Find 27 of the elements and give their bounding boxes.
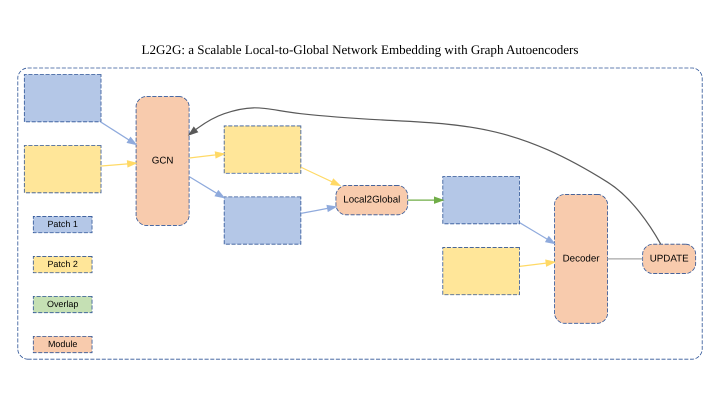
arrow (300, 166, 342, 186)
arrow (300, 204, 338, 214)
node-box (24, 144, 102, 193)
node-box (224, 125, 302, 174)
node-box (24, 74, 102, 122)
diagram-title: L2G2G: a Scalable Local-to-Global Network Embedding with Graph Autoencoders (142, 41, 578, 56)
arrow (520, 258, 556, 267)
node-box (224, 196, 302, 244)
node-box: Decoder (554, 194, 608, 324)
node-box: Local2Global (336, 184, 408, 215)
arrow (189, 150, 226, 158)
arrow (519, 222, 556, 244)
legend-label: Patch 2 (47, 258, 78, 268)
node-box: GCN (136, 96, 190, 226)
arrow (101, 160, 138, 168)
arrow (100, 120, 138, 145)
cluster (17, 67, 703, 360)
legend-label: Patch 1 (47, 218, 78, 228)
arrow (408, 196, 445, 204)
legend-label: Overlap (46, 298, 78, 308)
node-box (442, 246, 520, 295)
node-box (442, 176, 520, 224)
node-box: UPDATE (642, 243, 696, 274)
legend-label: Module (48, 338, 78, 348)
arrow (188, 176, 226, 198)
arrow (188, 106, 662, 244)
connector (608, 258, 643, 259)
